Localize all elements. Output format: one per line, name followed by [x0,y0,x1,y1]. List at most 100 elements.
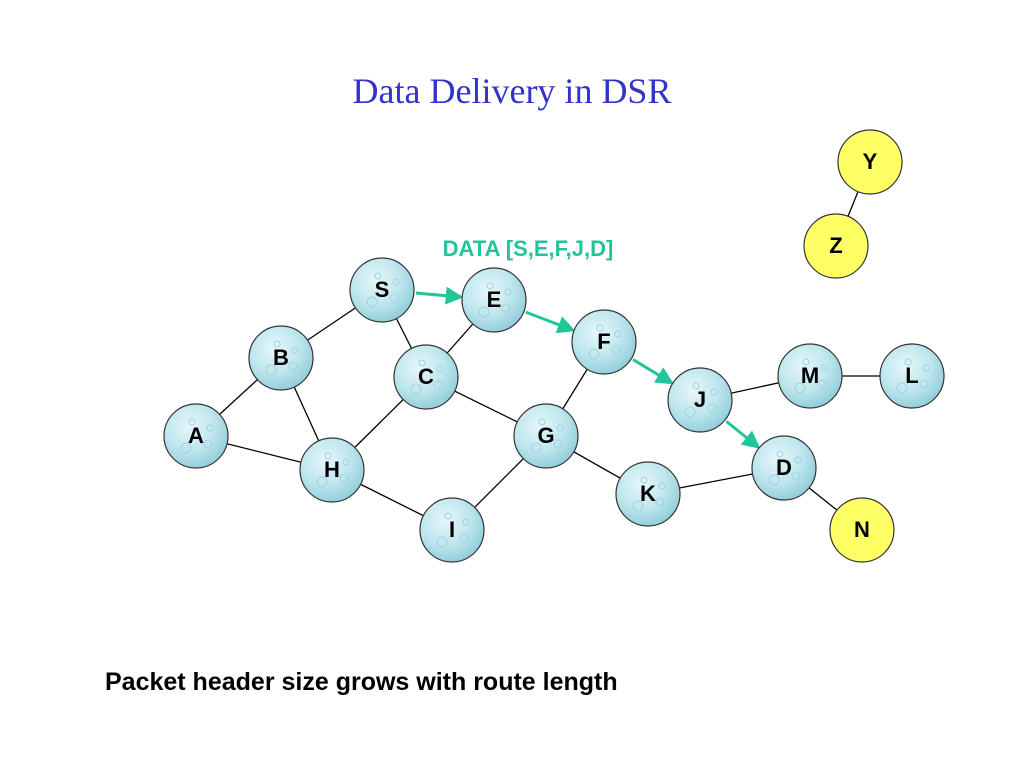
node-texture [444,512,452,520]
node-label: B [273,345,289,370]
node-texture [611,345,621,355]
data-packet-label: DATA [S,E,F,J,D] [443,236,614,261]
node-texture [776,450,784,458]
node-c: C [393,344,459,410]
node-circle [571,309,637,375]
node-circle [667,367,733,433]
node-texture [556,424,564,432]
node-circle [879,343,945,409]
node-texture [794,456,802,464]
node-s: S [349,257,415,323]
node-texture [339,473,349,483]
node-j: J [667,367,733,433]
node-k: K [615,461,681,527]
node-i: I [419,497,485,563]
node-m: M [777,343,843,409]
node-circle [461,267,527,333]
node-label: K [640,481,656,506]
node-texture [486,282,494,290]
node-texture [692,382,700,390]
node-texture [530,442,542,454]
node-texture [707,403,717,413]
node-label: S [375,277,390,302]
node-texture [324,452,332,460]
node-circle [751,435,817,501]
node-texture [273,340,281,348]
node-d: D [751,435,817,501]
node-texture [922,364,930,372]
node-g: G [513,403,579,469]
node-circle [349,257,415,323]
node-texture [588,348,600,360]
node-texture [553,439,563,449]
route-arrow-j-d [725,420,761,449]
node-texture [768,474,780,486]
node-label: Z [829,233,842,258]
node-texture [180,442,192,454]
node-texture [504,288,512,296]
node-texture [655,497,665,507]
node-h: H [299,437,365,503]
node-texture [710,388,718,396]
node-circle [419,497,485,563]
node-texture [410,383,422,395]
node-texture [462,518,470,526]
node-texture [436,365,444,373]
node-texture [791,471,801,481]
node-y: Y [837,129,903,195]
node-label: Y [863,149,878,174]
node-texture [640,476,648,484]
node-texture [614,330,622,338]
route-arrow-e-f [525,310,576,334]
node-f: F [571,309,637,375]
node-texture [802,358,810,366]
node-circle [163,403,229,469]
node-texture [896,382,908,394]
route-arrows-layer [415,286,761,449]
node-label: J [694,387,706,412]
node-texture [904,358,912,366]
node-texture [206,424,214,432]
node-a: A [163,403,229,469]
node-texture [817,379,827,389]
node-circle [248,325,314,391]
node-texture [265,364,277,376]
node-circle [837,129,903,195]
node-circle [299,437,365,503]
node-texture [418,359,426,367]
node-circle [615,461,681,527]
node-texture [632,500,644,512]
node-texture [538,418,546,426]
node-texture [291,346,299,354]
node-label: E [487,287,502,312]
node-texture [433,380,443,390]
node-texture [919,379,929,389]
caption-text: Packet header size grows with route leng… [105,668,618,696]
route-arrow-s-e [415,286,464,305]
node-l: L [879,343,945,409]
node-texture [501,303,511,313]
node-texture [316,476,328,488]
node-label: D [776,455,792,480]
node-label: A [188,423,204,448]
node-texture [596,324,604,332]
node-label: C [418,364,434,389]
node-texture [389,293,399,303]
nodes-layer: S E F B C M L J A G H D K I Y Z N [163,129,945,563]
node-circle [777,343,843,409]
node-label: M [801,363,819,388]
node-texture [374,272,382,280]
node-texture [203,439,213,449]
node-texture [188,418,196,426]
node-texture [288,361,298,371]
node-texture [794,382,806,394]
node-label: L [905,363,918,388]
node-circle [513,403,579,469]
node-circle [803,213,869,279]
node-texture [478,306,490,318]
node-n: N [829,497,895,563]
node-label: H [324,457,340,482]
node-e: E [461,267,527,333]
node-label: G [537,423,554,448]
